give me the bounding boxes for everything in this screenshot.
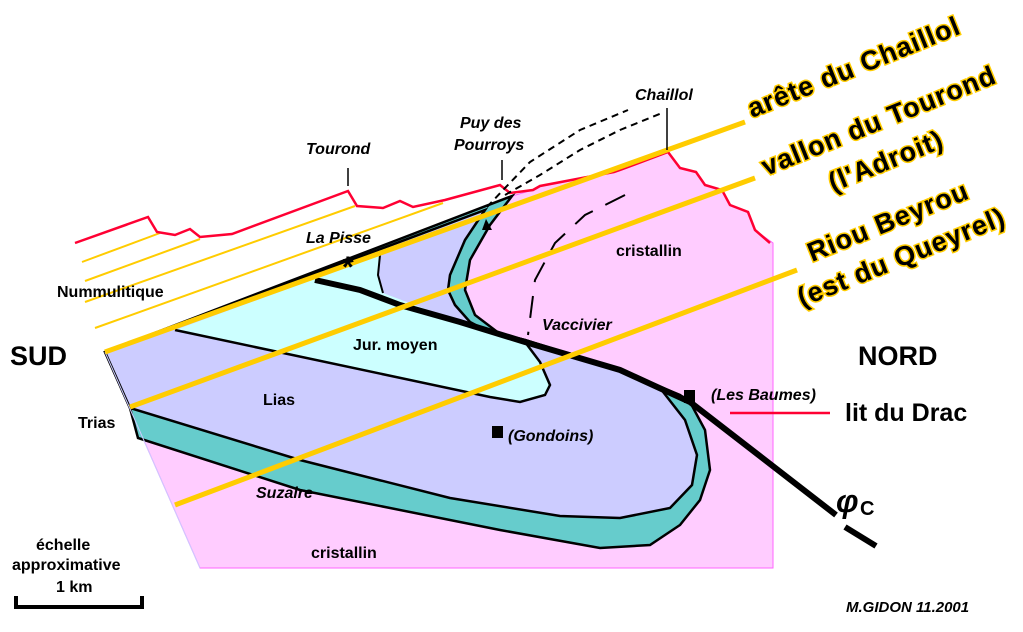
scale-distance: 1 km [56, 579, 92, 596]
les-baumes-square-icon [684, 390, 695, 403]
scale-label-line1: échelle [36, 537, 90, 554]
projection-vallon [129, 175, 756, 410]
projection-lines [104, 119, 798, 508]
summit-ticks [347, 108, 668, 186]
label-puy-line2: Pourroys [454, 137, 524, 154]
label-les-baumes: (Les Baumes) [711, 387, 816, 404]
scale-label-line2: approximative [12, 557, 121, 574]
thrust-fault [314, 277, 838, 518]
label-tourond: Tourond [306, 141, 372, 158]
fault-subscript: C [860, 498, 874, 520]
dashed-trace-2 [504, 112, 663, 196]
credit: M.GIDON 11.2001 [846, 599, 969, 616]
label-la-pisse: La Pisse [306, 230, 371, 247]
scale-bar [14, 596, 144, 609]
asterisk-marker-icon: * [342, 251, 354, 284]
jur-lias-contact [174, 328, 552, 404]
dashed-trace-1 [486, 109, 629, 208]
label-chaillol: Chaillol [635, 87, 693, 104]
label-cristallin-north: cristallin [616, 243, 682, 260]
projection-riou [174, 267, 798, 508]
fault-phi-symbol: φ [836, 483, 859, 519]
section-left-edge [104, 351, 201, 569]
thrust-fault-end [843, 524, 878, 549]
la-pisse-contact [376, 254, 384, 294]
label-nummulitique: Nummulitique [57, 284, 164, 301]
projection-arete [104, 119, 746, 355]
label-trias: Trias [78, 415, 115, 432]
label-suzaire: Suzaire [256, 485, 313, 502]
label-lias: Lias [263, 392, 295, 409]
dashed-trace-cristallin [527, 194, 626, 336]
label-jur-moyen: Jur. moyen [353, 337, 437, 354]
gondoins-square-icon [492, 426, 503, 438]
nummulitique-beds [81, 202, 444, 329]
label-puy-line1: Puy des [460, 115, 521, 132]
label-lit-du-drac: lit du Drac [845, 399, 967, 427]
label-nord: NORD [858, 341, 938, 371]
label-sud: SUD [10, 341, 67, 371]
label-vaccivier: Vaccivier [542, 317, 612, 334]
label-cristallin-south: cristallin [311, 545, 377, 562]
triangle-marker-icon [482, 219, 492, 230]
label-gondoins: (Gondoins) [508, 428, 593, 445]
jur-moyen-area [175, 255, 550, 402]
